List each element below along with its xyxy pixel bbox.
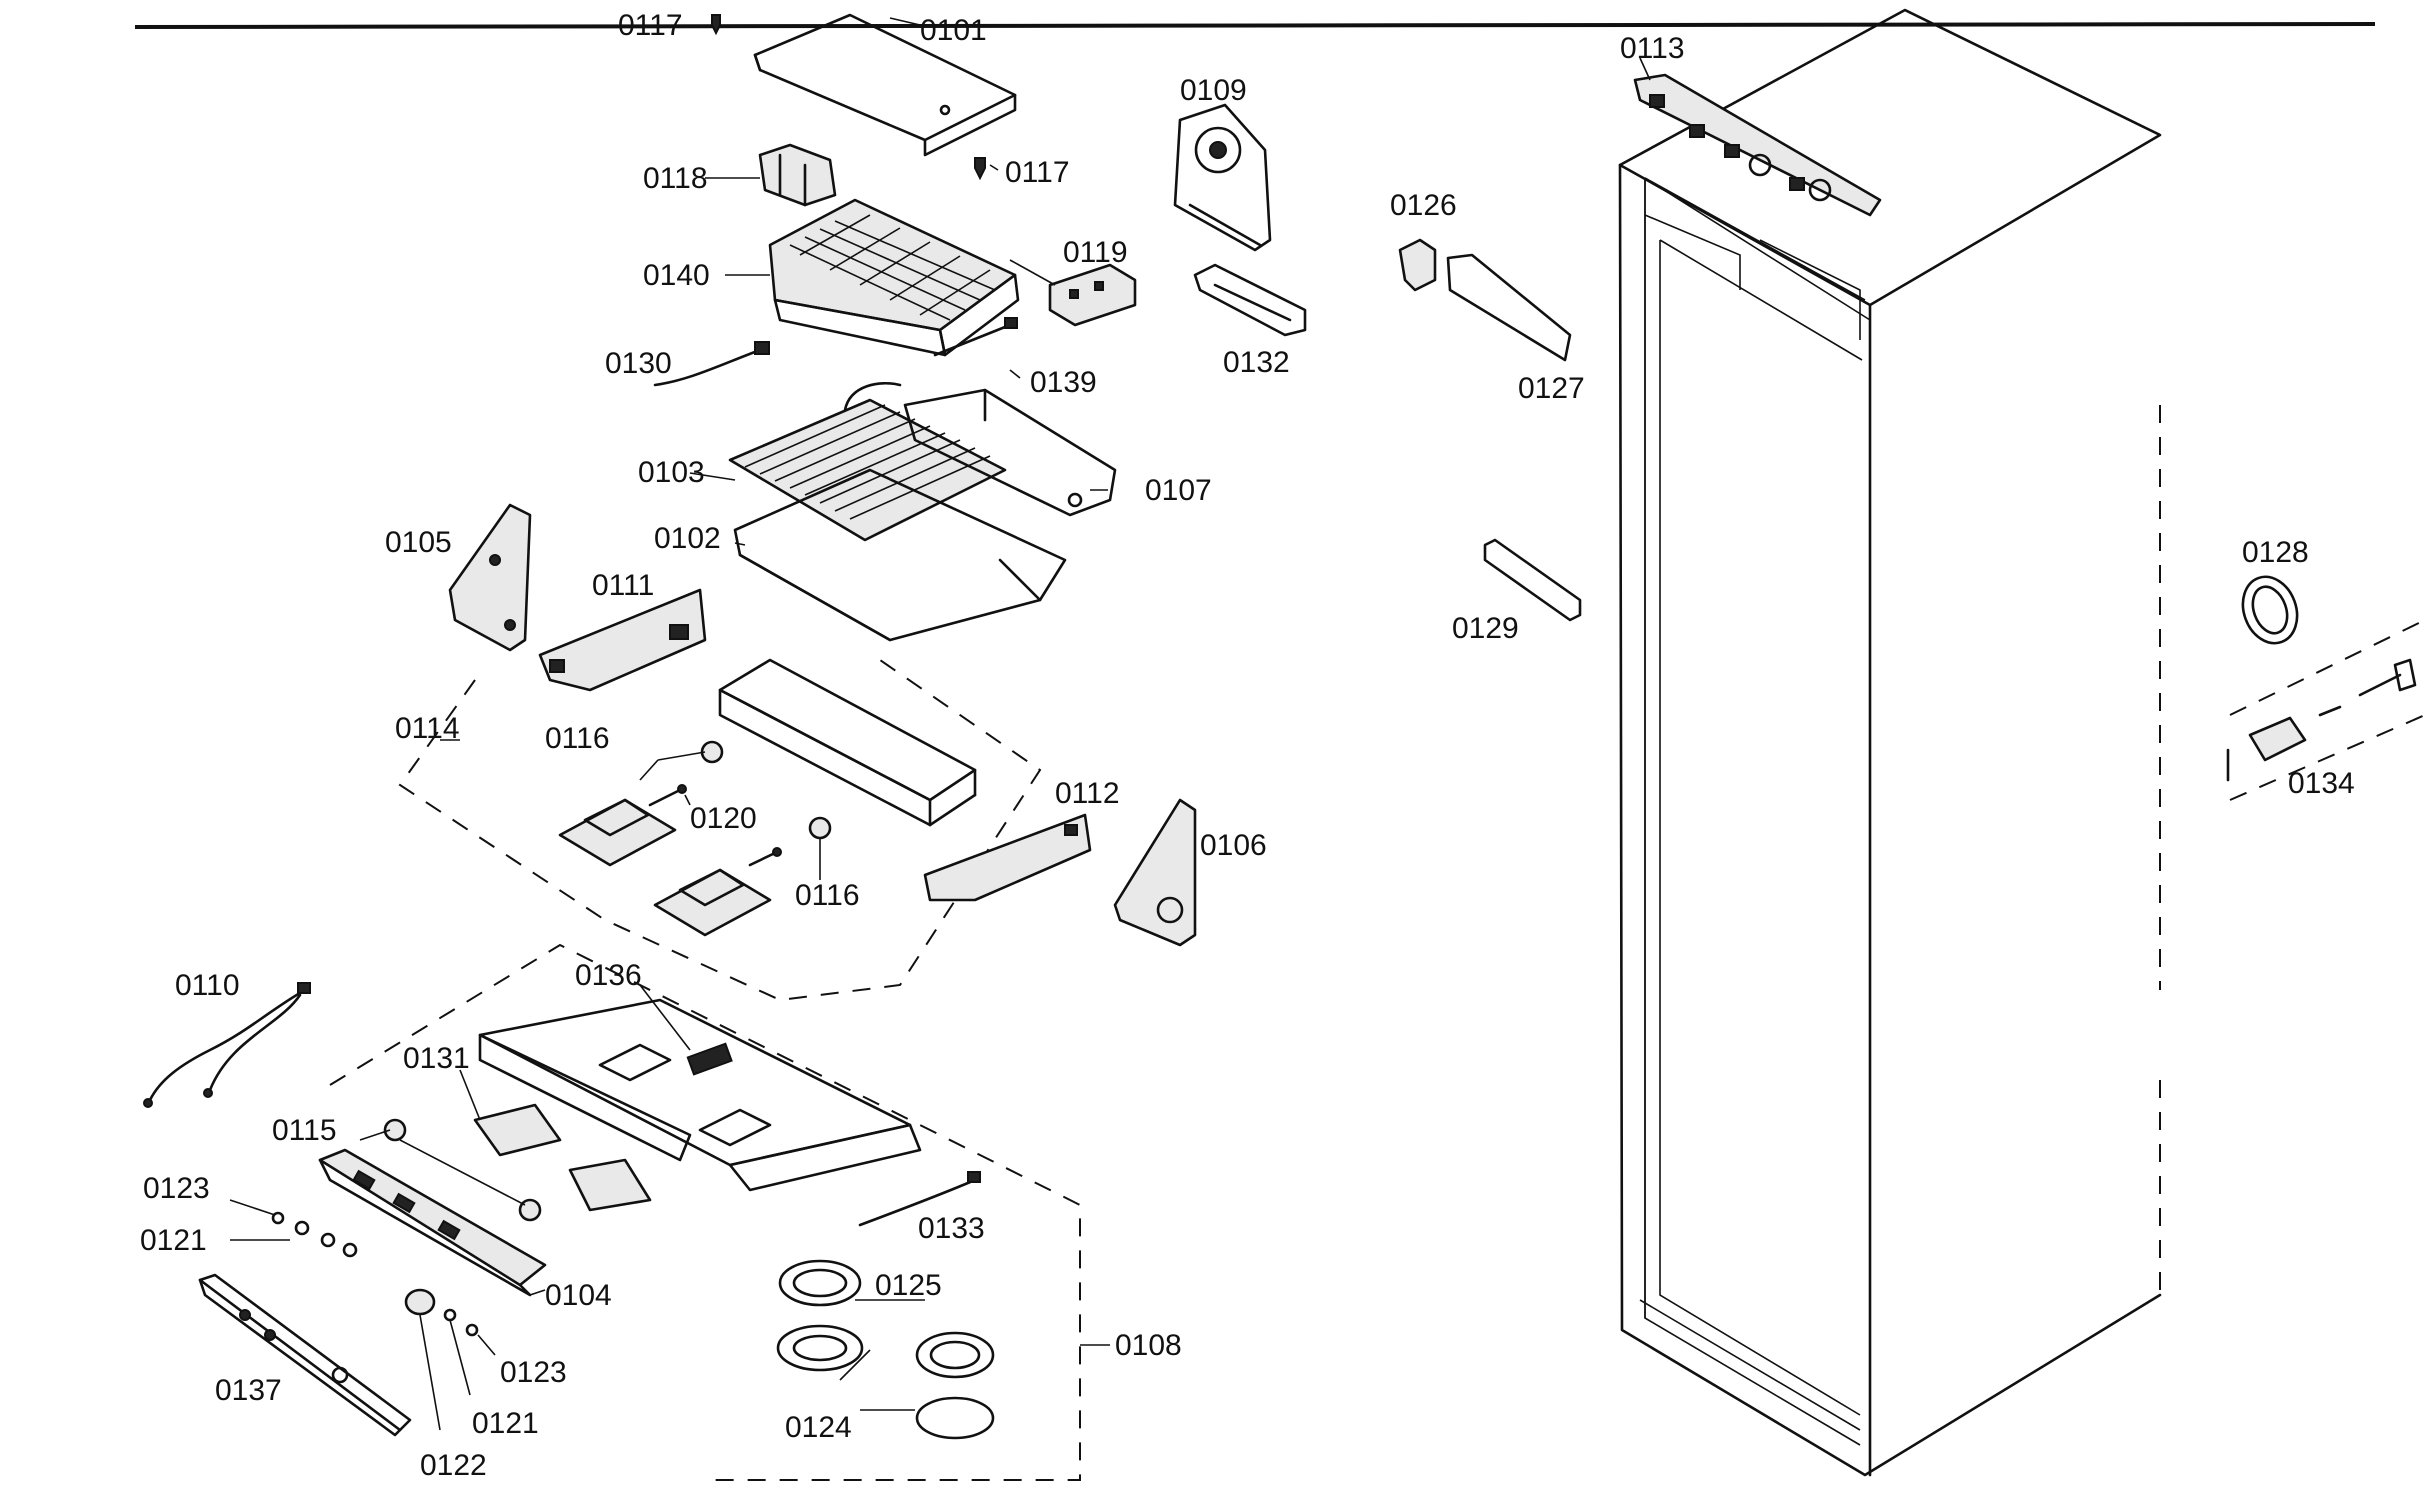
- part-0139-sensor: [933, 317, 1018, 357]
- label-0116-top: 0116: [545, 722, 610, 755]
- part-feet-top: [558, 798, 677, 867]
- part-0128-ring: [2241, 575, 2299, 645]
- label-0108: 0108: [1115, 1329, 1182, 1362]
- part-0111-bracket: [538, 588, 707, 692]
- label-0111: 0111: [592, 569, 654, 602]
- part-0102-tray: [733, 468, 1067, 642]
- label-0112: 0112: [1055, 777, 1120, 810]
- label-0102: 0102: [654, 522, 721, 555]
- leader-lines: [229, 17, 1651, 1431]
- part-0121-screw: [443, 1308, 479, 1337]
- label-0126: 0126: [1390, 189, 1457, 222]
- part-0117-screw-top: [711, 14, 721, 36]
- part-0126-switch: [1398, 238, 1437, 292]
- label-0105: 0105: [385, 526, 452, 559]
- part-0119-part: [1048, 263, 1137, 327]
- label-0109: 0109: [1180, 74, 1247, 107]
- label-0121-left: 0121: [140, 1224, 207, 1257]
- part-0105-bracket: [448, 503, 532, 652]
- part-0130-sensor: [653, 341, 770, 387]
- group-0114-outline: [398, 659, 1042, 1002]
- label-0107: 0107: [1145, 474, 1212, 507]
- part-0109-fan: [1173, 103, 1272, 252]
- part-0129-rail: [1483, 538, 1582, 622]
- label-0127: 0127: [1518, 372, 1585, 405]
- label-0121-right: 0121: [472, 1407, 539, 1440]
- part-0104-control-panel: [318, 1148, 547, 1297]
- part-0122-knob: [404, 1288, 436, 1316]
- part-0125-ring-bottom: [915, 1331, 995, 1379]
- part-0127-panel: [1446, 253, 1572, 362]
- label-0123-left: 0123: [143, 1172, 210, 1205]
- label-0139: 0139: [1030, 366, 1097, 399]
- label-0128: 0128: [2242, 536, 2309, 569]
- label-0106: 0106: [1200, 829, 1267, 862]
- part-0107-duct: [903, 388, 1117, 517]
- label-0118: 0118: [643, 162, 708, 195]
- label-0137: 0137: [215, 1374, 282, 1407]
- part-0112-bracket: [923, 813, 1092, 902]
- part-0114-channel: [718, 658, 977, 827]
- part-0124-ring-top: [776, 1324, 864, 1372]
- label-0117-mid: 0117: [1005, 156, 1070, 189]
- label-0113: 0113: [1620, 32, 1685, 65]
- label-0101: 0101: [920, 14, 987, 47]
- part-feet-bottom: [653, 868, 772, 937]
- label-0122: 0122: [420, 1449, 487, 1482]
- label-0125: 0125: [875, 1269, 942, 1302]
- part-0115-knob-2: [518, 1198, 542, 1222]
- label-0140: 0140: [643, 259, 710, 292]
- part-0118-holder: [758, 143, 837, 207]
- label-0116-bottom: 0116: [795, 879, 860, 912]
- label-0134: 0134: [2288, 767, 2355, 800]
- label-0123-right: 0123: [500, 1356, 567, 1389]
- part-0123-washers: [271, 1211, 358, 1258]
- part-0110-cable: [143, 982, 311, 1108]
- label-0114: 0114: [395, 712, 460, 745]
- cabinet-housing: [1618, 8, 2162, 1477]
- part-0115-knob-1: [383, 1118, 407, 1142]
- label-0136: 0136: [575, 959, 642, 992]
- part-0116-nut-bottom: [808, 816, 832, 840]
- label-0110: 0110: [175, 969, 240, 1002]
- part-0120-bolt-top: [648, 784, 687, 807]
- part-0125-ring-top: [778, 1259, 862, 1307]
- part-0131-strip-2: [568, 1158, 652, 1212]
- label-0115: 0115: [272, 1114, 337, 1147]
- label-0124: 0124: [785, 1411, 852, 1444]
- label-0133: 0133: [918, 1212, 985, 1245]
- part-0137-front-plate: [198, 1273, 412, 1437]
- label-0119: 0119: [1063, 236, 1128, 269]
- part-0101-cover: [753, 13, 1017, 157]
- part-0132-handle: [1193, 263, 1307, 337]
- header-rule: [134, 22, 2376, 29]
- part-0131-strip-1: [473, 1103, 562, 1157]
- part-0113-electronic-board: [1633, 73, 1882, 217]
- part-0133-sensor: [858, 1171, 981, 1227]
- part-0140-evaporator: [768, 198, 1020, 357]
- part-0117-screw-mid: [974, 157, 986, 181]
- part-0106-bracket: [1113, 798, 1197, 947]
- label-0131: 0131: [403, 1042, 470, 1075]
- label-0103: 0103: [638, 456, 705, 489]
- part-0136-base-plate: [478, 998, 922, 1192]
- part-0134-hinge-group: [2226, 619, 2426, 801]
- label-0120: 0120: [690, 802, 757, 835]
- part-0103-plate: [728, 381, 1007, 542]
- part-0120-bolt-bottom: [748, 847, 782, 867]
- label-0129: 0129: [1452, 612, 1519, 645]
- label-0132: 0132: [1223, 346, 1290, 379]
- label-0130: 0130: [605, 347, 672, 380]
- part-0124-ring-bottom: [915, 1396, 995, 1440]
- label-0117-top: 0117: [618, 9, 683, 42]
- label-0104: 0104: [545, 1279, 612, 1312]
